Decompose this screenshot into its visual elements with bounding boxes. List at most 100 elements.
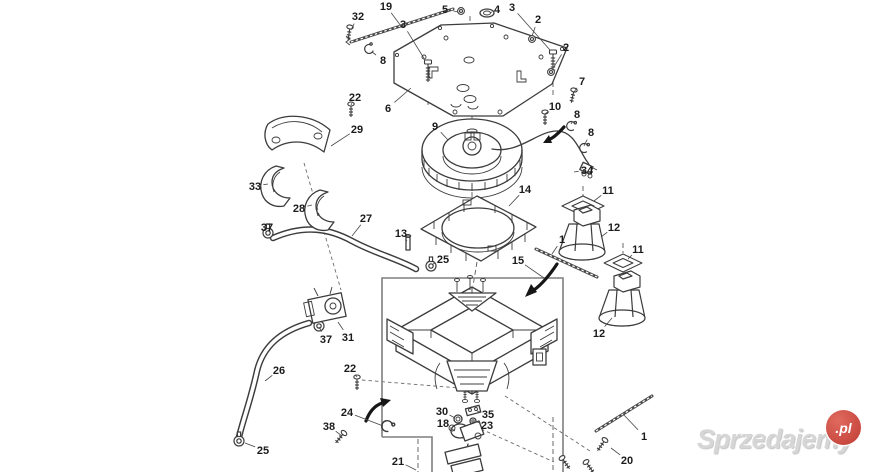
clamp-25-a [425,256,437,272]
part-label-30: 30 [436,406,448,418]
leader-line [449,427,456,432]
leader-line [593,194,602,202]
leader-line [573,170,579,173]
part-label-10: 10 [549,101,561,113]
part-label-25: 25 [437,254,449,266]
feet-assembly [558,195,646,327]
part-label-32: 32 [352,11,364,23]
leader-line [351,224,362,237]
part-label-20: 20 [621,455,633,467]
leader-line [508,194,520,207]
side-tab [532,348,547,366]
leader-line [307,204,313,207]
part-label-1: 1 [641,431,647,443]
part-label-37: 37 [261,222,273,234]
clip-28 [304,189,335,232]
bracket-and-clips [260,115,335,232]
bolt-7 [567,86,579,104]
part-label-38: 38 [323,421,335,433]
mount-plate [404,195,537,262]
screw-22-lower [353,374,361,391]
part-label-34: 34 [581,165,594,177]
leader-line [531,26,536,37]
leader-line [394,87,412,103]
part-label-13: 13 [395,228,407,240]
leader-line [432,262,436,265]
part-label-23: 23 [481,420,493,432]
leader-line [350,23,355,31]
paddle-a [444,443,482,465]
leader-line [551,245,558,255]
part-label-33: 33 [249,181,261,193]
frame-assembly [386,275,558,395]
part-label-21: 21 [392,456,404,468]
leader-line [268,229,270,232]
part-label-6: 6 [385,103,391,115]
insert-arrows [364,125,566,423]
leader-line [604,317,613,327]
leader-line [390,12,402,27]
watermark-tld-badge: .pl [826,410,861,445]
cap-4 [479,8,495,18]
connector-34 [579,161,598,179]
leader-line [489,11,492,14]
leader-line [264,374,273,382]
leader-line [263,183,269,186]
screw-20 [594,435,610,454]
part-label-5: 5 [442,4,448,16]
part-label-8: 8 [588,127,594,139]
part-label-37: 37 [320,334,332,346]
part-label-26: 26 [273,365,285,377]
plate-standoffs [433,204,528,261]
leader-line [371,51,377,56]
leader-line [405,238,408,242]
part-label-8: 8 [574,109,580,121]
leader-line [453,10,459,13]
part-label-22: 22 [349,92,361,104]
leader-line [570,121,573,125]
pump-31 [303,286,347,324]
leader-line [476,410,480,413]
leader-line [318,326,323,332]
leader-line [354,414,384,427]
watermark: Sprzedajemy .pl [697,410,887,470]
rod-19 [349,7,455,44]
fan-blades [421,160,523,199]
gearbox-18 [448,420,485,442]
leader-line [350,102,353,106]
part-label-24: 24 [341,407,354,419]
part-label-11: 11 [602,185,614,197]
clip-8-a [565,119,578,132]
shaft-assembly [444,390,485,472]
part-label-7: 7 [579,76,585,88]
leader-line [524,264,545,279]
leader-line [551,54,562,71]
part-label-28: 28 [293,203,305,215]
foot-12-a [558,204,606,261]
leader-line [449,414,456,419]
leader-line [335,430,343,437]
leader-line [354,374,358,378]
deck-plate [393,22,568,117]
foot-12-b [598,270,646,327]
part-label-3: 3 [400,19,406,31]
part-label-35: 35 [482,409,494,421]
part-label-15: 15 [512,255,524,267]
part-label-8: 8 [380,55,386,67]
part-label-18: 18 [437,418,449,430]
gasket-11-b [603,253,643,273]
part-label-1: 1 [559,234,565,246]
leader-line [600,231,608,238]
corner-plate-left [386,318,414,355]
leader-line [476,421,480,424]
leader-line [407,31,426,61]
top-gusset [448,275,497,312]
leader-line [405,464,417,471]
hose-assemblies [233,223,437,447]
leader-line [610,447,621,456]
part-label-3: 3 [509,2,515,14]
nut-2b [547,68,555,76]
washer-30 [453,414,463,424]
